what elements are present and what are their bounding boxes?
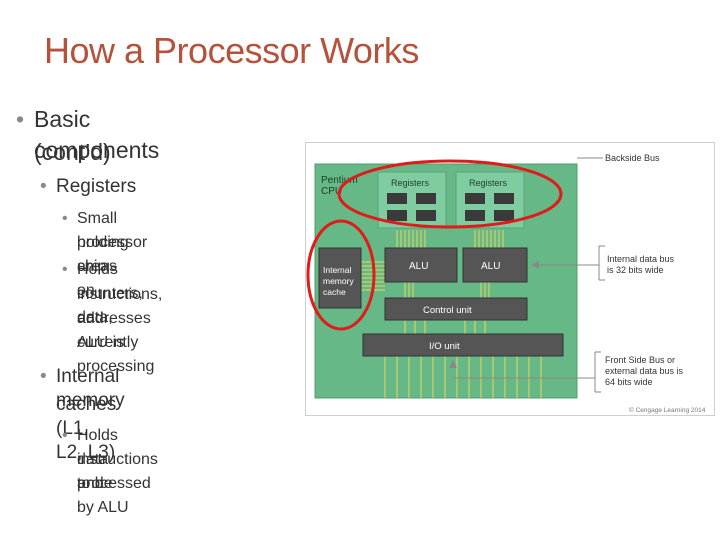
internal-bus-label-line1: Internal data bus — [607, 254, 675, 264]
bullet-dot: • — [40, 176, 47, 197]
processor-diagram: Pentium CPU Registers Registers — [305, 142, 715, 416]
processor-diagram-svg: Pentium CPU Registers Registers — [305, 142, 715, 416]
cache-label-line1: Internal — [323, 265, 351, 275]
bullet-cache-sub1-line3: processed by ALU — [77, 475, 151, 516]
cache-label-line2: memory — [323, 276, 354, 286]
bullet-registers-sub2-line2: instructions, and — [77, 286, 163, 327]
bullet-dot: • — [16, 106, 25, 132]
callout-lines — [453, 157, 605, 393]
bullet-dot: • — [40, 366, 47, 387]
alu-left — [384, 247, 458, 283]
bullet-dot: • — [62, 261, 68, 278]
internal-bus-arrowhead — [531, 261, 539, 269]
cache-label-line3: cache — [323, 287, 346, 297]
register-chips — [387, 193, 514, 221]
registers-left-label: Registers — [391, 178, 430, 188]
cpu-label-line2: CPU — [321, 186, 342, 197]
registers-highlight-oval — [337, 159, 563, 229]
bullet-registers-sub2-line1: Holds counters, data, — [77, 261, 143, 326]
io-unit — [362, 333, 564, 357]
slide-title: How a Processor Works — [44, 30, 419, 71]
alu-left-label: ALU — [409, 261, 428, 272]
copyright-label: © Cengage Learning 2014 — [629, 406, 706, 414]
fsb-label-line2: external data bus is — [605, 366, 684, 376]
bullet-registers-sub2-line3: addresses ALU is — [77, 310, 151, 351]
bullet-registers-sub1-line2: processor chip — [77, 234, 148, 275]
io-unit-label: I/O unit — [429, 341, 460, 352]
internal-memory-cache — [318, 247, 362, 309]
bullet-registers-sub2-line4: currently processing — [77, 334, 155, 375]
bullet-basic-components: Basic components — [34, 106, 160, 163]
bullet-dot: • — [62, 210, 68, 227]
bullet-registers-sub1-line1: Small holding areas on — [77, 210, 129, 299]
bullet-internal-memory: Internal memory — [56, 366, 125, 411]
control-unit-label: Control unit — [423, 305, 472, 316]
bullet-cache-sub1-line2: instructions to be — [77, 451, 158, 492]
alu-right-label: ALU — [481, 261, 500, 272]
fsb-label-line3: 64 bits wide — [605, 377, 653, 387]
bullet-cache-sub1-line1: Holds data and — [77, 427, 118, 492]
bullet-dot: • — [62, 427, 68, 444]
fsb-arrowhead — [449, 360, 457, 368]
registers-right-label: Registers — [469, 178, 508, 188]
bullet-registers: Registers — [56, 176, 137, 197]
control-unit — [384, 297, 528, 321]
cpu-label-line1: Pentium — [321, 175, 358, 186]
bullet-internal-memory-cont: caches (L1, L2, L3) — [56, 394, 117, 463]
alu-right — [462, 247, 528, 283]
cache-highlight-oval — [306, 219, 376, 331]
fsb-label-line1: Front Side Bus or — [605, 355, 675, 365]
internal-bus-label-line2: is 32 bits wide — [607, 265, 664, 275]
backside-bus-label: Backside Bus — [605, 153, 660, 163]
bullet-basic-components-cont: (cont’d) — [34, 139, 111, 165]
